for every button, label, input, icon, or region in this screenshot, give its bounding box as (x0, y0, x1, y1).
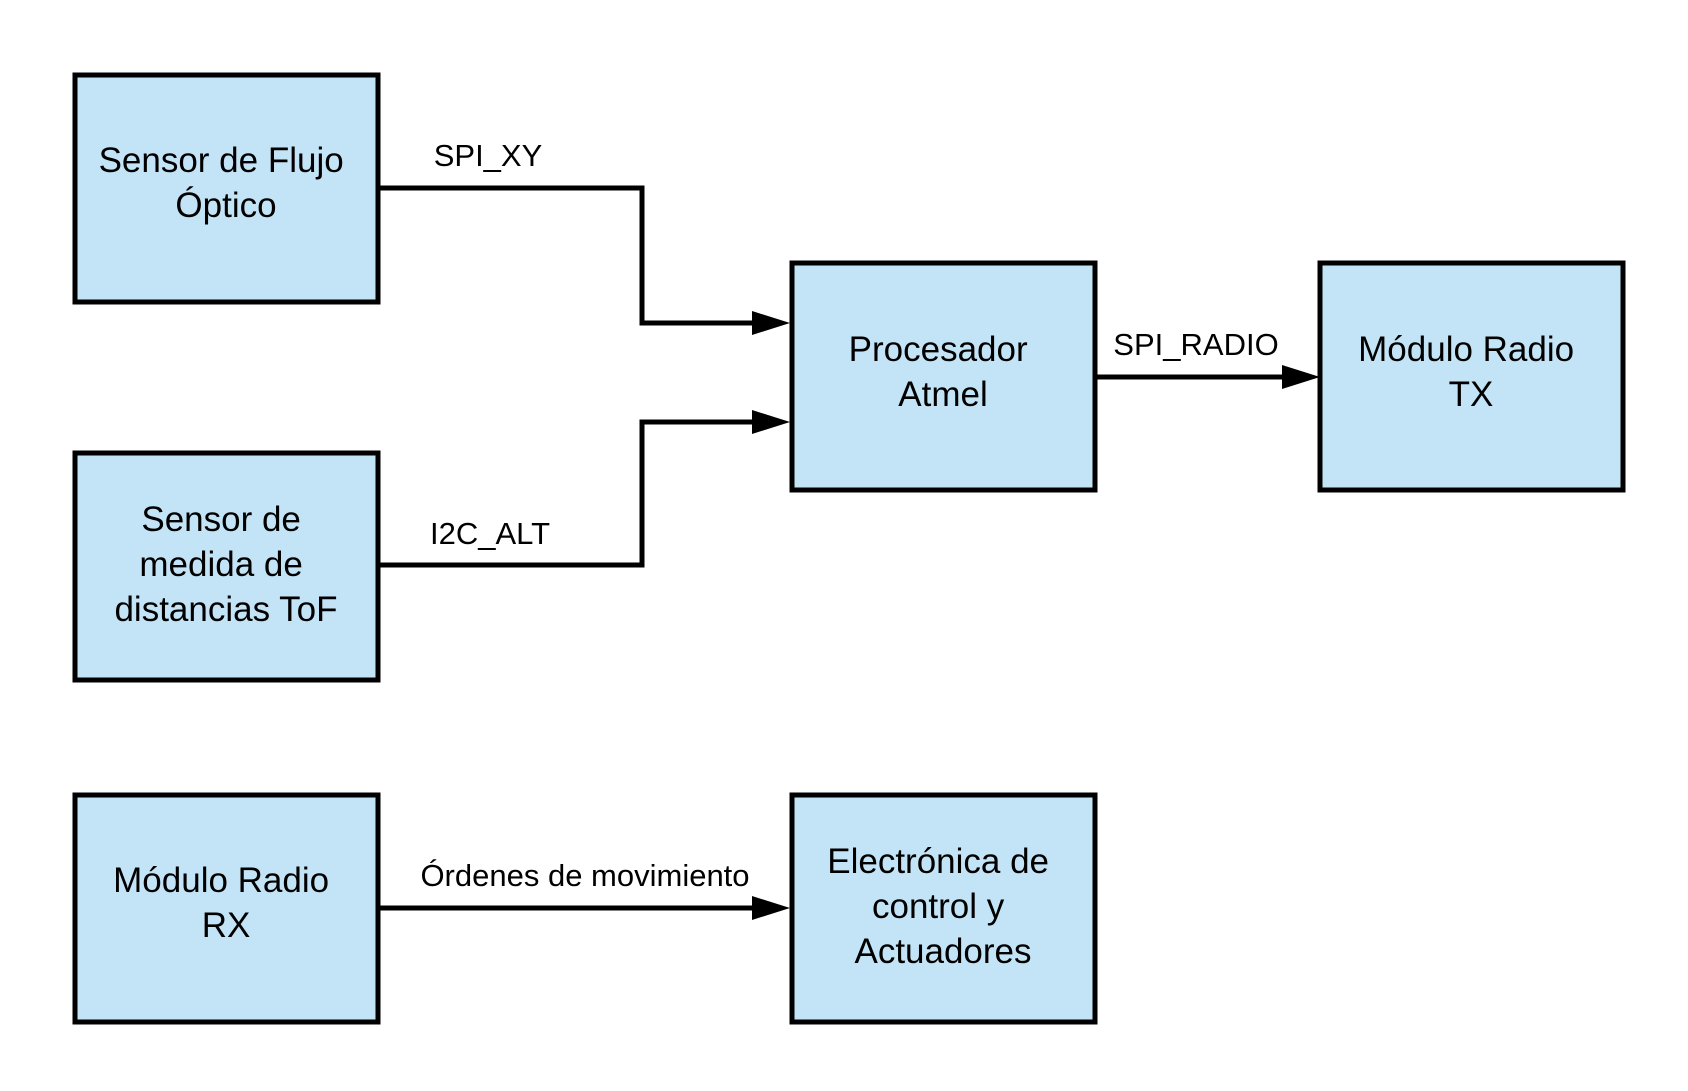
block-optical-flow-sensor: Sensor de Flujo Óptico (72, 72, 381, 305)
spi-xy-label: SPI_XY (434, 138, 543, 173)
i2c-alt-line (378, 419, 760, 568)
radio-tx-label: Módulo Radio TX (1358, 330, 1584, 414)
block-tof-sensor: Sensor de medida de distancias ToF (72, 450, 381, 683)
spi-radio-label: SPI_RADIO (1113, 327, 1278, 362)
spi-radio-arrowhead (1282, 365, 1320, 389)
tof-sensor-label: Sensor de medida de distancias ToF (114, 500, 337, 629)
block-radio-tx: Módulo Radio TX (1317, 260, 1626, 493)
processor-label: Procesador Atmel (849, 330, 1038, 414)
block-processor: Procesador Atmel (789, 260, 1098, 493)
connection-spi-xy: SPI_XY (378, 138, 790, 335)
optical-flow-sensor-label: Sensor de Flujo Óptico (99, 141, 354, 225)
connection-spi-radio: SPI_RADIO (1096, 327, 1320, 389)
i2c-alt-label: I2C_ALT (430, 516, 550, 551)
control-electronics-label: Electrónica de control y Actuadores (827, 842, 1059, 971)
connection-i2c-alt: I2C_ALT (378, 410, 790, 568)
spi-xy-arrowhead (752, 311, 790, 335)
spi-xy-line (378, 185, 760, 326)
motion-orders-arrowhead (752, 896, 790, 920)
motion-orders-label: Órdenes de movimiento (420, 858, 749, 893)
radio-rx-label: Módulo Radio RX (113, 861, 339, 945)
i2c-alt-arrowhead (752, 410, 790, 434)
block-control-electronics: Electrónica de control y Actuadores (789, 792, 1098, 1025)
connection-motion-orders: Órdenes de movimiento (378, 858, 790, 920)
block-radio-rx: Módulo Radio RX (72, 792, 381, 1025)
